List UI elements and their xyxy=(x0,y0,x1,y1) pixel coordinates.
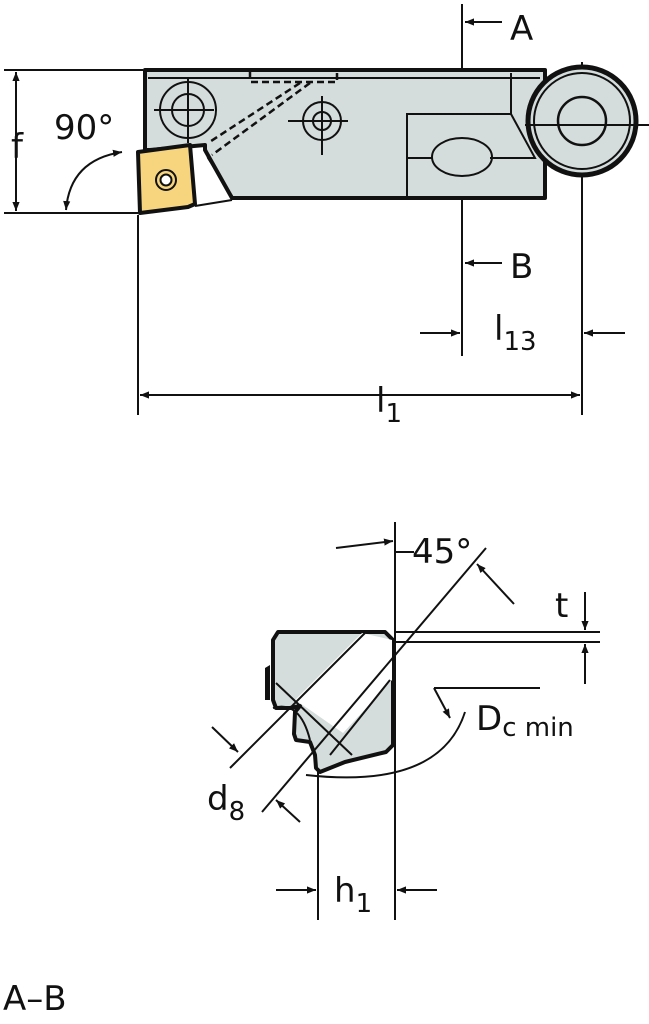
coolant-channel xyxy=(248,72,339,84)
coupling-end-view xyxy=(525,64,649,178)
dim-d8-label: d8 xyxy=(207,779,245,827)
section-title: A–B xyxy=(3,979,67,1019)
dim-l13-label: l13 xyxy=(494,309,537,357)
angle-45-label: 45° xyxy=(412,532,472,572)
dim-l1-label: l1 xyxy=(376,381,402,429)
section-b-label: B xyxy=(510,247,533,287)
section-a-label: A xyxy=(510,9,533,49)
dim-h1-label: h1 xyxy=(334,871,372,919)
screw-hole-center xyxy=(288,96,348,155)
dim-f-label: f xyxy=(11,127,24,167)
cutting-insert xyxy=(136,143,197,215)
holder-body xyxy=(143,68,547,200)
top-view: f 90° A B l13 l1 xyxy=(4,4,649,429)
dim-dc-min-label: Dc min xyxy=(476,699,574,743)
screw-hole-left xyxy=(154,78,217,143)
angle-90-label: 90° xyxy=(54,108,114,148)
section-view: 45° t Dc min d8 h1 A–B xyxy=(3,522,600,1019)
dim-t-label: t xyxy=(555,586,568,626)
clamp-screw-hole xyxy=(431,137,493,177)
